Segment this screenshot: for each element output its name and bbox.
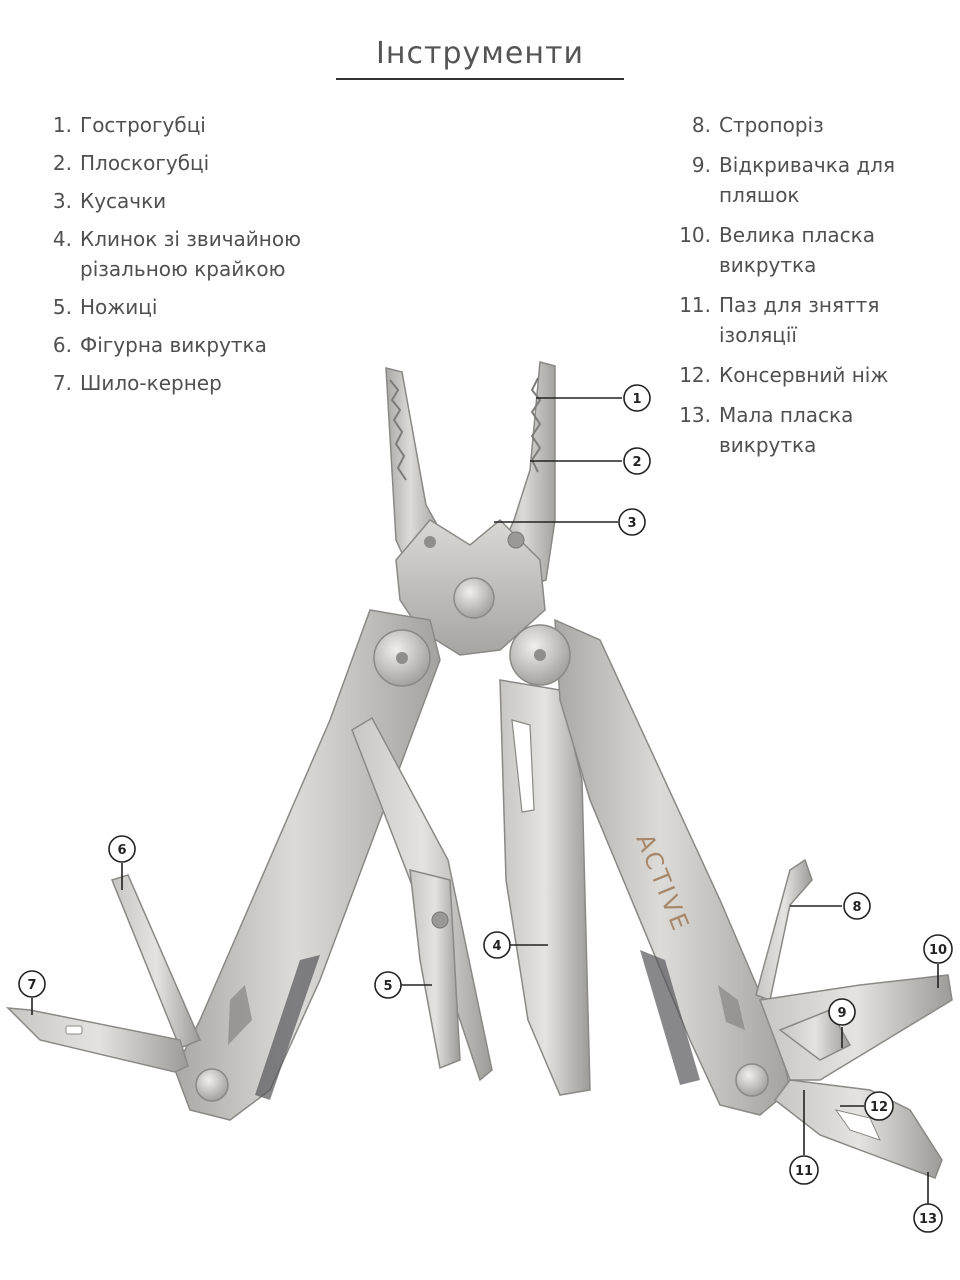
left-handle bbox=[174, 609, 441, 1121]
svg-text:11: 11 bbox=[795, 1164, 813, 1179]
item-number: 5. bbox=[52, 295, 72, 319]
list-item: 10. Велика пласка викрутка bbox=[678, 220, 948, 280]
item-number: 8. bbox=[691, 113, 711, 137]
svg-text:2: 2 bbox=[632, 455, 641, 470]
item-number: 1. bbox=[52, 113, 72, 137]
list-item: 4. Клинок зі звичайною різальною крайкою bbox=[50, 224, 370, 284]
item-label: Стропоріз bbox=[719, 113, 824, 137]
item-label: Шило-кернер bbox=[80, 371, 222, 395]
callout-badge-3: 3 bbox=[618, 508, 646, 536]
svg-text:5: 5 bbox=[383, 979, 392, 994]
item-label: Фігурна викрутка bbox=[80, 333, 267, 357]
svg-text:3: 3 bbox=[627, 516, 636, 531]
svg-text:4: 4 bbox=[492, 939, 501, 954]
item-number: 11. bbox=[679, 293, 711, 317]
list-item: 6. Фігурна викрутка bbox=[50, 330, 370, 360]
callout-badge-6: 6 bbox=[108, 835, 136, 863]
list-item: 5. Ножиці bbox=[50, 292, 370, 322]
item-label: Велика пласка викрутка bbox=[719, 223, 875, 277]
svg-text:1: 1 bbox=[632, 392, 641, 407]
callout-badge-2: 2 bbox=[623, 447, 651, 475]
tool-list-right: 8. Стропоріз 9. Відкривачка для пляшок 10.… bbox=[678, 110, 948, 470]
right-handle: ACTIVE bbox=[509, 618, 791, 1116]
callout-badge-7: 7 bbox=[18, 970, 46, 998]
item-label: Відкривачка для пляшок bbox=[719, 153, 896, 207]
needle-nose-pliers-jaws bbox=[385, 361, 556, 656]
callout-badge-13: 13 bbox=[913, 1203, 943, 1233]
item-number: 3. bbox=[52, 189, 72, 213]
item-number: 12. bbox=[679, 363, 711, 387]
item-number: 10. bbox=[679, 223, 711, 247]
item-label: Консервний ніж bbox=[719, 363, 889, 387]
item-label: Гострогубці bbox=[80, 113, 206, 137]
item-label: Ножиці bbox=[80, 295, 158, 319]
item-number: 9. bbox=[691, 153, 711, 177]
callout-lines bbox=[31, 397, 939, 1204]
svg-text:7: 7 bbox=[27, 978, 36, 993]
title-underline bbox=[336, 78, 624, 80]
svg-text:9: 9 bbox=[837, 1006, 846, 1021]
item-number: 6. bbox=[52, 333, 72, 357]
item-label: Плоскогубці bbox=[80, 151, 210, 175]
list-item: 9. Відкривачка для пляшок bbox=[678, 150, 948, 210]
tool-list-left: 1. Гострогубці 2. Плоскогубці 3. Кусачки 4.… bbox=[50, 110, 370, 406]
item-number: 2. bbox=[52, 151, 72, 175]
list-item: 13. Мала пласка викрутка bbox=[678, 400, 948, 460]
list-item: 2. Плоскогубці bbox=[50, 148, 370, 178]
item-label: Кусачки bbox=[80, 189, 167, 213]
item-number: 13. bbox=[679, 403, 711, 427]
item-number: 7. bbox=[52, 371, 72, 395]
callout-badge-10: 10 bbox=[923, 934, 953, 964]
callout-badge-11: 11 bbox=[789, 1155, 819, 1185]
left-side-tools bbox=[6, 874, 201, 1073]
list-item: 11. Паз для зняття ізоляції bbox=[678, 290, 948, 350]
svg-text:6: 6 bbox=[117, 843, 126, 858]
callout-badge-12: 12 bbox=[864, 1091, 894, 1121]
list-item: 3. Кусачки bbox=[50, 186, 370, 216]
item-number: 4. bbox=[52, 227, 72, 251]
item-label: Паз для зняття ізоляції bbox=[719, 293, 880, 347]
callout-badge-9: 9 bbox=[828, 998, 856, 1026]
list-item: 7. Шило-кернер bbox=[50, 368, 370, 398]
callout-badge-4: 4 bbox=[483, 931, 511, 959]
callout-badge-8: 8 bbox=[843, 892, 871, 920]
page-title: Інструменти bbox=[376, 36, 584, 71]
item-label: Клинок зі звичайною різальною крайкою bbox=[80, 227, 301, 281]
list-item: 8. Стропоріз bbox=[678, 110, 948, 140]
callout-badge-5: 5 bbox=[374, 971, 402, 999]
scissors-tool bbox=[351, 716, 493, 1082]
svg-text:13: 13 bbox=[919, 1212, 937, 1227]
right-side-tools bbox=[755, 858, 953, 1179]
callout-badge-1: 1 bbox=[623, 384, 651, 412]
svg-text:8: 8 bbox=[852, 900, 861, 915]
list-item: 12. Консервний ніж bbox=[678, 360, 948, 390]
list-item: 1. Гострогубці bbox=[50, 110, 370, 140]
item-label: Мала пласка викрутка bbox=[719, 403, 854, 457]
svg-text:10: 10 bbox=[929, 943, 947, 958]
svg-text:12: 12 bbox=[870, 1100, 888, 1115]
